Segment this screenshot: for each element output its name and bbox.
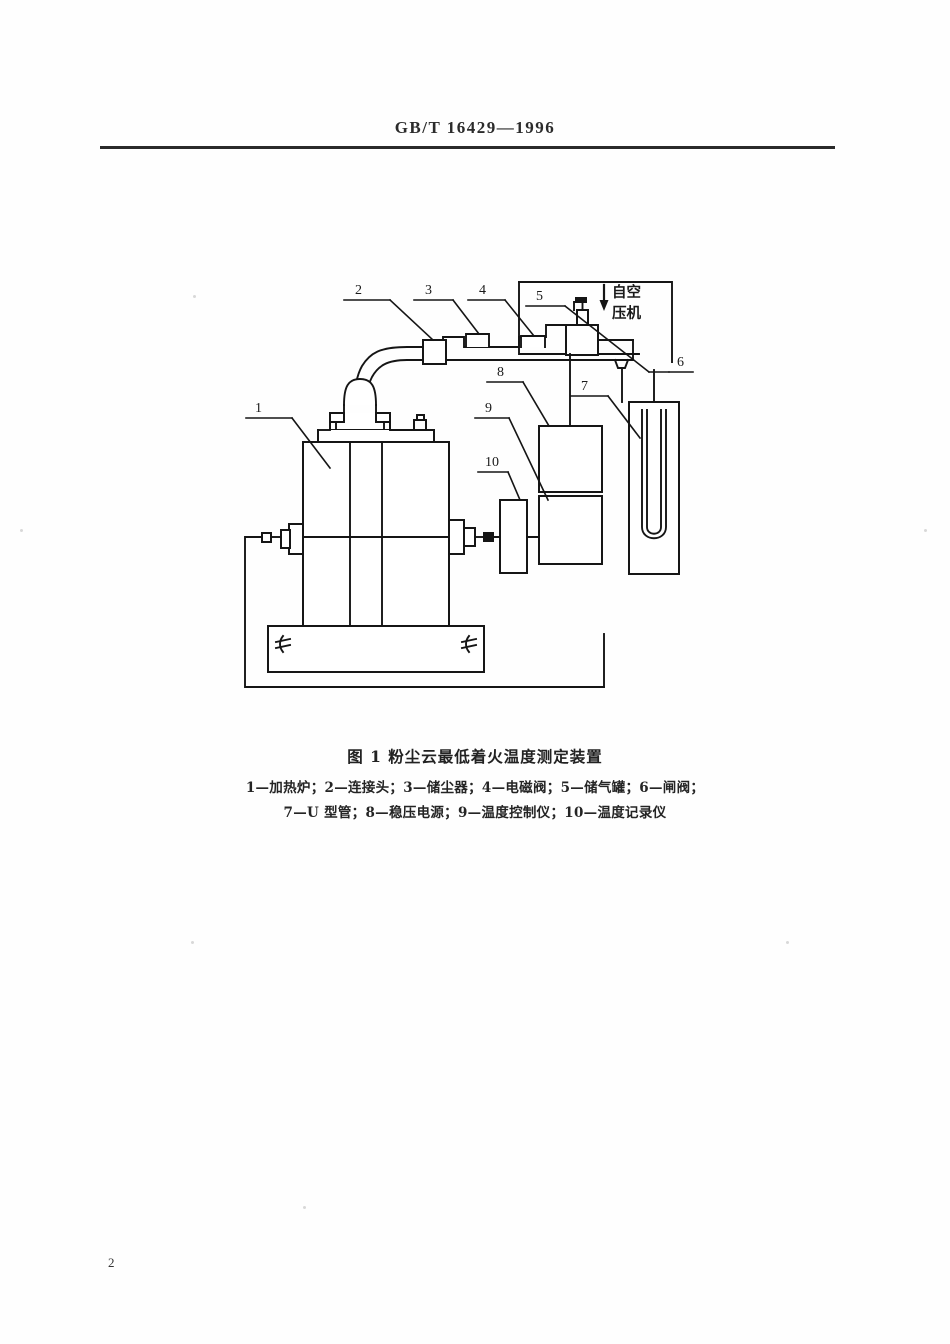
scan-speck — [193, 295, 196, 298]
air-compressor-label-line1: 自空 — [612, 283, 641, 301]
scan-speck — [924, 529, 927, 532]
air-compressor-arrow — [599, 283, 609, 311]
tank-valve-stem — [573, 297, 589, 326]
furnace-top-plate — [317, 429, 435, 443]
figure-legend-line-2: 7—U 型管；8—稳压电源；9—温度控制仪；10—温度记录仪 — [283, 805, 667, 821]
furnace-left-port — [261, 523, 304, 555]
callout-number-7: 7 — [581, 379, 588, 394]
callout-number-9: 9 — [485, 401, 492, 416]
scan-speck — [303, 1206, 306, 1209]
power-supply-8 — [538, 353, 603, 493]
gas-tank-5 — [565, 324, 599, 356]
figure-apparatus-diagram: 1 2 3 4 5 6 7 8 9 10 自空 压机 — [0, 250, 950, 720]
callout-leaders — [245, 298, 694, 502]
scan-speck — [191, 941, 194, 944]
temperature-recorder-10 — [499, 499, 540, 574]
standard-number: GB/T 16429—1996 — [394, 118, 556, 137]
furnace-collar — [329, 412, 391, 431]
solenoid-valve-4 — [520, 335, 546, 348]
figure-caption: 图 1 粉尘云最低着火温度测定装置 1—加热炉；2—连接头；3—储尘器；4—电磁… — [0, 745, 950, 826]
callout-number-1: 1 — [255, 401, 262, 416]
scan-speck — [20, 529, 23, 532]
callout-number-3: 3 — [425, 283, 432, 298]
scan-speck — [786, 941, 789, 944]
u-tube-7-frame — [628, 401, 680, 575]
callout-number-2: 2 — [355, 283, 362, 298]
furnace-top-bolt — [413, 414, 427, 431]
u-tube-7 — [641, 369, 667, 540]
furnace-body-1 — [302, 441, 450, 627]
furnace-base-block — [267, 625, 485, 673]
callout-number-6: 6 — [677, 355, 684, 370]
callout-number-5: 5 — [536, 289, 543, 304]
callout-number-8: 8 — [497, 365, 504, 380]
air-compressor-label-line2: 压机 — [612, 304, 641, 322]
document-header: GB/T 16429—1996 — [0, 118, 950, 138]
callout-number-10: 10 — [485, 455, 499, 470]
page-number: 2 — [108, 1255, 115, 1270]
connector-fitting-2 — [422, 339, 447, 365]
gate-valve-6 — [613, 339, 634, 403]
furnace-right-port — [448, 519, 494, 555]
dust-reservoir-3 — [465, 333, 490, 348]
header-rule — [100, 146, 835, 149]
temperature-controller-9 — [538, 495, 603, 565]
air-supply-enclosure — [518, 281, 673, 363]
figure-legend-line-1: 1—加热炉；2—连接头；3—储尘器；4—电磁阀；5—储气罐；6—闸阀； — [245, 780, 705, 796]
callout-number-4: 4 — [479, 283, 486, 298]
figure-title: 图 1 粉尘云最低着火温度测定装置 — [347, 747, 603, 766]
